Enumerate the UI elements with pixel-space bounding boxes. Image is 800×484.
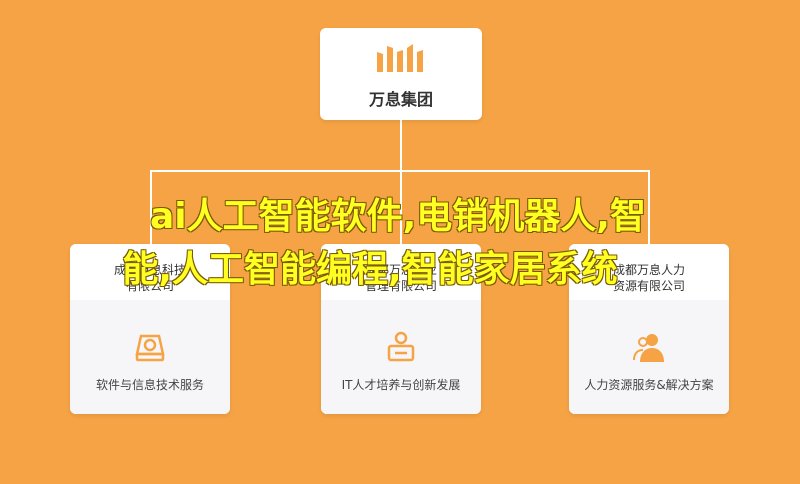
connector-right-down: [648, 170, 650, 244]
child-node-body: 人力资源服务&解决方案: [569, 300, 729, 414]
child-node-title-line1: 成都万息企业: [364, 263, 437, 277]
bar-chart-logo: [377, 44, 423, 72]
child-node-hr: 成都万息人力 资源有限公司 人力资源服务&解决方案: [569, 244, 729, 414]
people-icon: [633, 334, 664, 362]
child-node-title-line2: 资源有限公司: [612, 279, 685, 293]
child-node-title-line2: 管理有限公司: [364, 279, 437, 293]
child-node-title-line1: 成都万息科技: [113, 263, 186, 277]
overlay-text-line2: 能,人工智能编程,智能家居系统: [122, 249, 618, 290]
root-node: 万息集团: [320, 28, 482, 120]
child-node-talent: 成都万息企业 管理有限公司 IT人才培养与创新发展: [321, 244, 481, 414]
child-node-software: 成都万息科技 有限公司 软件与信息技术服务: [70, 244, 230, 414]
child-node-body: IT人才培养与创新发展: [321, 300, 481, 414]
monitor-user-icon: [387, 331, 415, 362]
child-node-caption: 软件与信息技术服务: [95, 378, 204, 392]
connector-root-down: [400, 120, 402, 170]
child-node-header: 成都万息人力 资源有限公司: [569, 244, 729, 296]
child-node-body: 软件与信息技术服务: [70, 300, 230, 414]
child-node-header: 成都万息科技 有限公司: [70, 244, 230, 296]
child-node-caption: IT人才培养与创新发展: [341, 378, 461, 392]
overlay-text-line1: ai人工智能软件,电销机器人,智: [150, 196, 646, 237]
root-node-name: 万息集团: [368, 90, 433, 109]
child-node-header: 成都万息企业 管理有限公司: [321, 244, 481, 296]
child-node-caption: 人力资源服务&解决方案: [584, 378, 714, 392]
connector-mid-down: [400, 170, 402, 244]
child-node-title-line2: 有限公司: [125, 279, 174, 293]
connector-left-down: [150, 170, 152, 244]
child-node-title-line1: 成都万息人力: [612, 263, 685, 277]
disk-icon: [135, 334, 165, 362]
